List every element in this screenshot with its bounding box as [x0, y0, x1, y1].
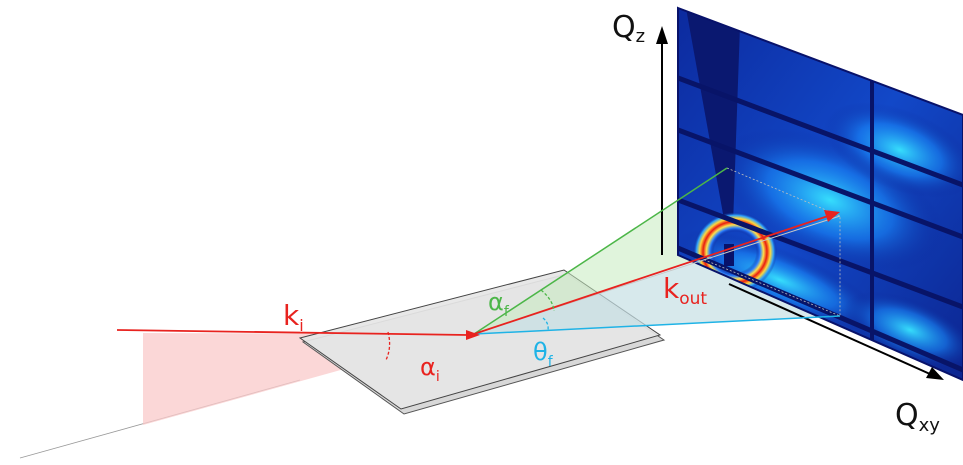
qz-axis-arrowhead	[656, 26, 668, 44]
qxy-axis-label: Qxy	[895, 398, 940, 436]
qz-axis-label: Qz	[612, 10, 645, 47]
k-in-label: ki	[283, 299, 304, 335]
detector-panel	[667, 8, 963, 384]
